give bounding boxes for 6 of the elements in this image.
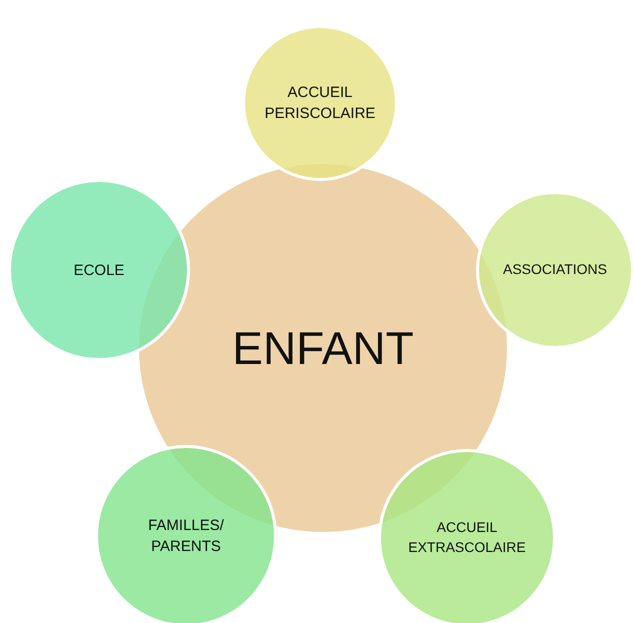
- center-label: ENFANT: [232, 320, 414, 376]
- node-label: ECOLE: [74, 260, 124, 280]
- node-label: ACCUEIL PERISCOLAIRE: [264, 83, 376, 124]
- node-label: ASSOCIATIONS: [503, 260, 607, 280]
- node-label: FAMILLES/ PARENTS: [147, 516, 225, 557]
- node-label: ACCUEIL EXTRASCOLAIRE: [407, 518, 527, 557]
